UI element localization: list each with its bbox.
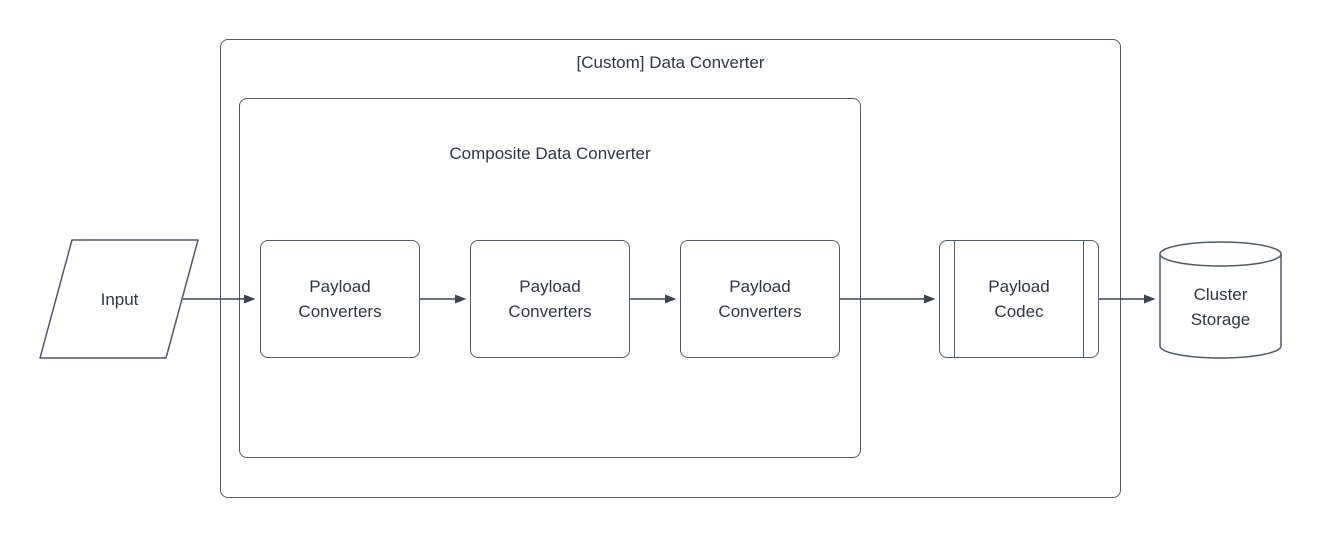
- payload-converters-label-2: Payload Converters: [508, 277, 592, 321]
- codec-left-bar: [954, 241, 955, 357]
- cluster-storage-label-text: Cluster Storage: [1190, 285, 1251, 329]
- codec-right-bar: [1083, 241, 1084, 357]
- custom-data-converter-title: [Custom] Data Converter: [576, 53, 765, 72]
- payload-converters-label-3: Payload Converters: [718, 277, 802, 321]
- payload-converters-node-3: Payload Converters: [680, 240, 840, 358]
- payload-converters-node-2: Payload Converters: [470, 240, 630, 358]
- composite-data-converter-container: [239, 98, 861, 458]
- payload-codec-label: Payload Codec: [988, 277, 1050, 321]
- cluster-storage-label: Cluster Storage: [1160, 252, 1281, 362]
- input-label: Input: [100, 289, 139, 309]
- composite-data-converter-title: Composite Data Converter: [449, 144, 651, 163]
- payload-converters-node-1: Payload Converters: [260, 240, 420, 358]
- payload-codec-node: Payload Codec: [939, 240, 1099, 358]
- payload-converters-label-1: Payload Converters: [298, 277, 382, 321]
- custom-data-converter-container: [220, 39, 1121, 498]
